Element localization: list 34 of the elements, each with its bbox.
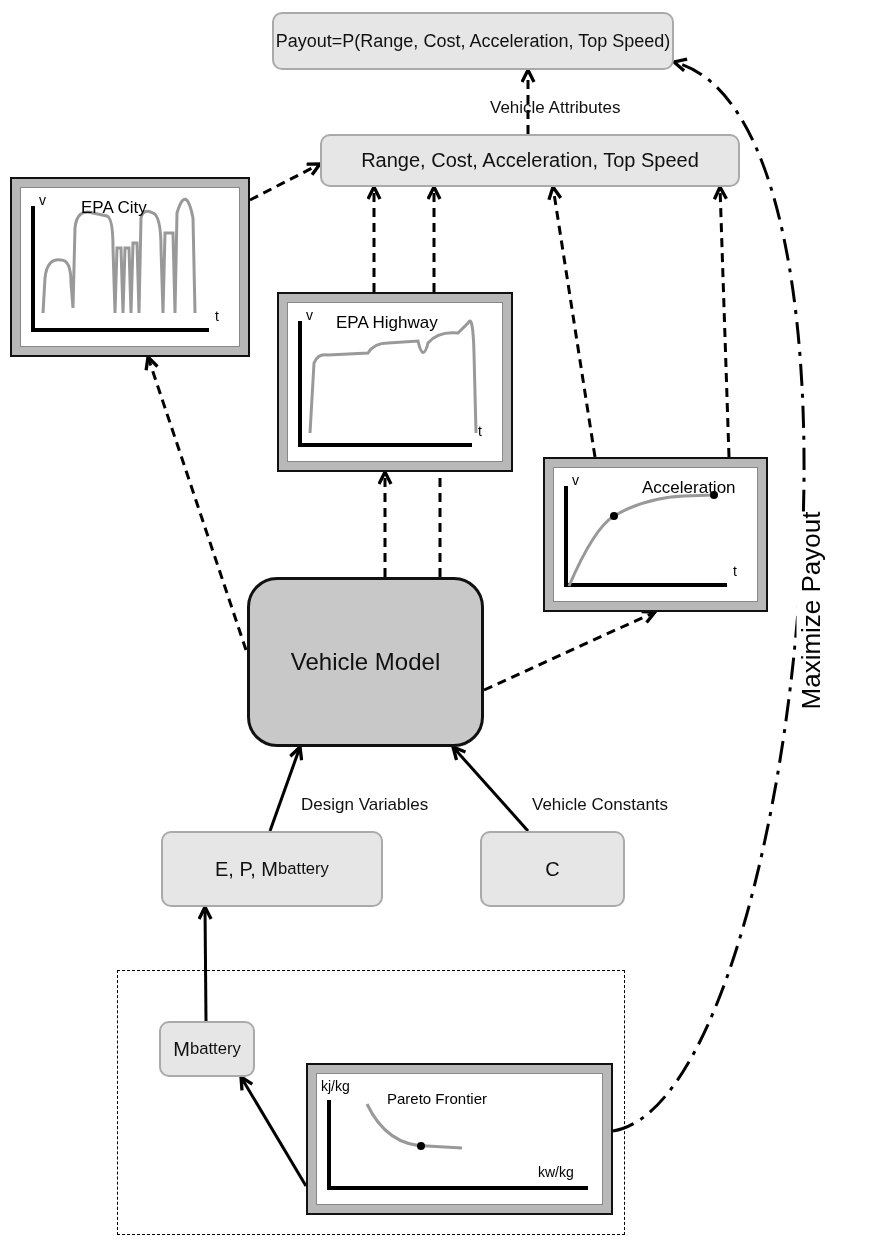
axis-label: t: [733, 563, 737, 579]
arrow: [547, 185, 597, 458]
box-heading: Design Variables: [301, 795, 429, 815]
arrow: [712, 185, 731, 458]
arrow: [197, 905, 213, 1021]
axis-label: kw/kg: [538, 1164, 574, 1180]
attribute-box: Range, Cost, Acceleration, Top Speed: [320, 134, 740, 187]
box-heading: Vehicle Attributes: [490, 98, 621, 118]
arrow: [612, 60, 806, 1133]
box-heading: Vehicle Constants: [532, 795, 669, 815]
chart-title: Acceleration: [642, 478, 736, 498]
arrow: [366, 185, 382, 292]
axis-label: t: [478, 423, 482, 439]
arrow: [451, 745, 530, 832]
model-box: Vehicle Model: [247, 577, 484, 747]
chart-title: EPA City: [81, 198, 147, 218]
dashed-group-box: [117, 970, 625, 1235]
attribute-box: C: [480, 831, 625, 907]
axis-label: v: [39, 192, 46, 208]
axis-label: kj/kg: [321, 1078, 350, 1094]
chart-title: Pareto Frontier: [387, 1090, 488, 1107]
arrow: [520, 68, 536, 134]
arrow: [249, 162, 322, 202]
chart-title: EPA Highway: [336, 313, 438, 333]
arrow: [268, 745, 304, 832]
arrow: [239, 1075, 308, 1187]
axis-label: v: [306, 307, 313, 323]
arrow: [144, 355, 248, 651]
axis-label: t: [215, 308, 219, 324]
edge-label: Maximize Payout: [796, 511, 828, 709]
attribute-box: Payout=P(Range, Cost, Acceleration, Top Speed): [272, 12, 674, 70]
axis-label: v: [572, 472, 579, 488]
arrow: [426, 185, 442, 292]
arrow: [377, 470, 393, 577]
